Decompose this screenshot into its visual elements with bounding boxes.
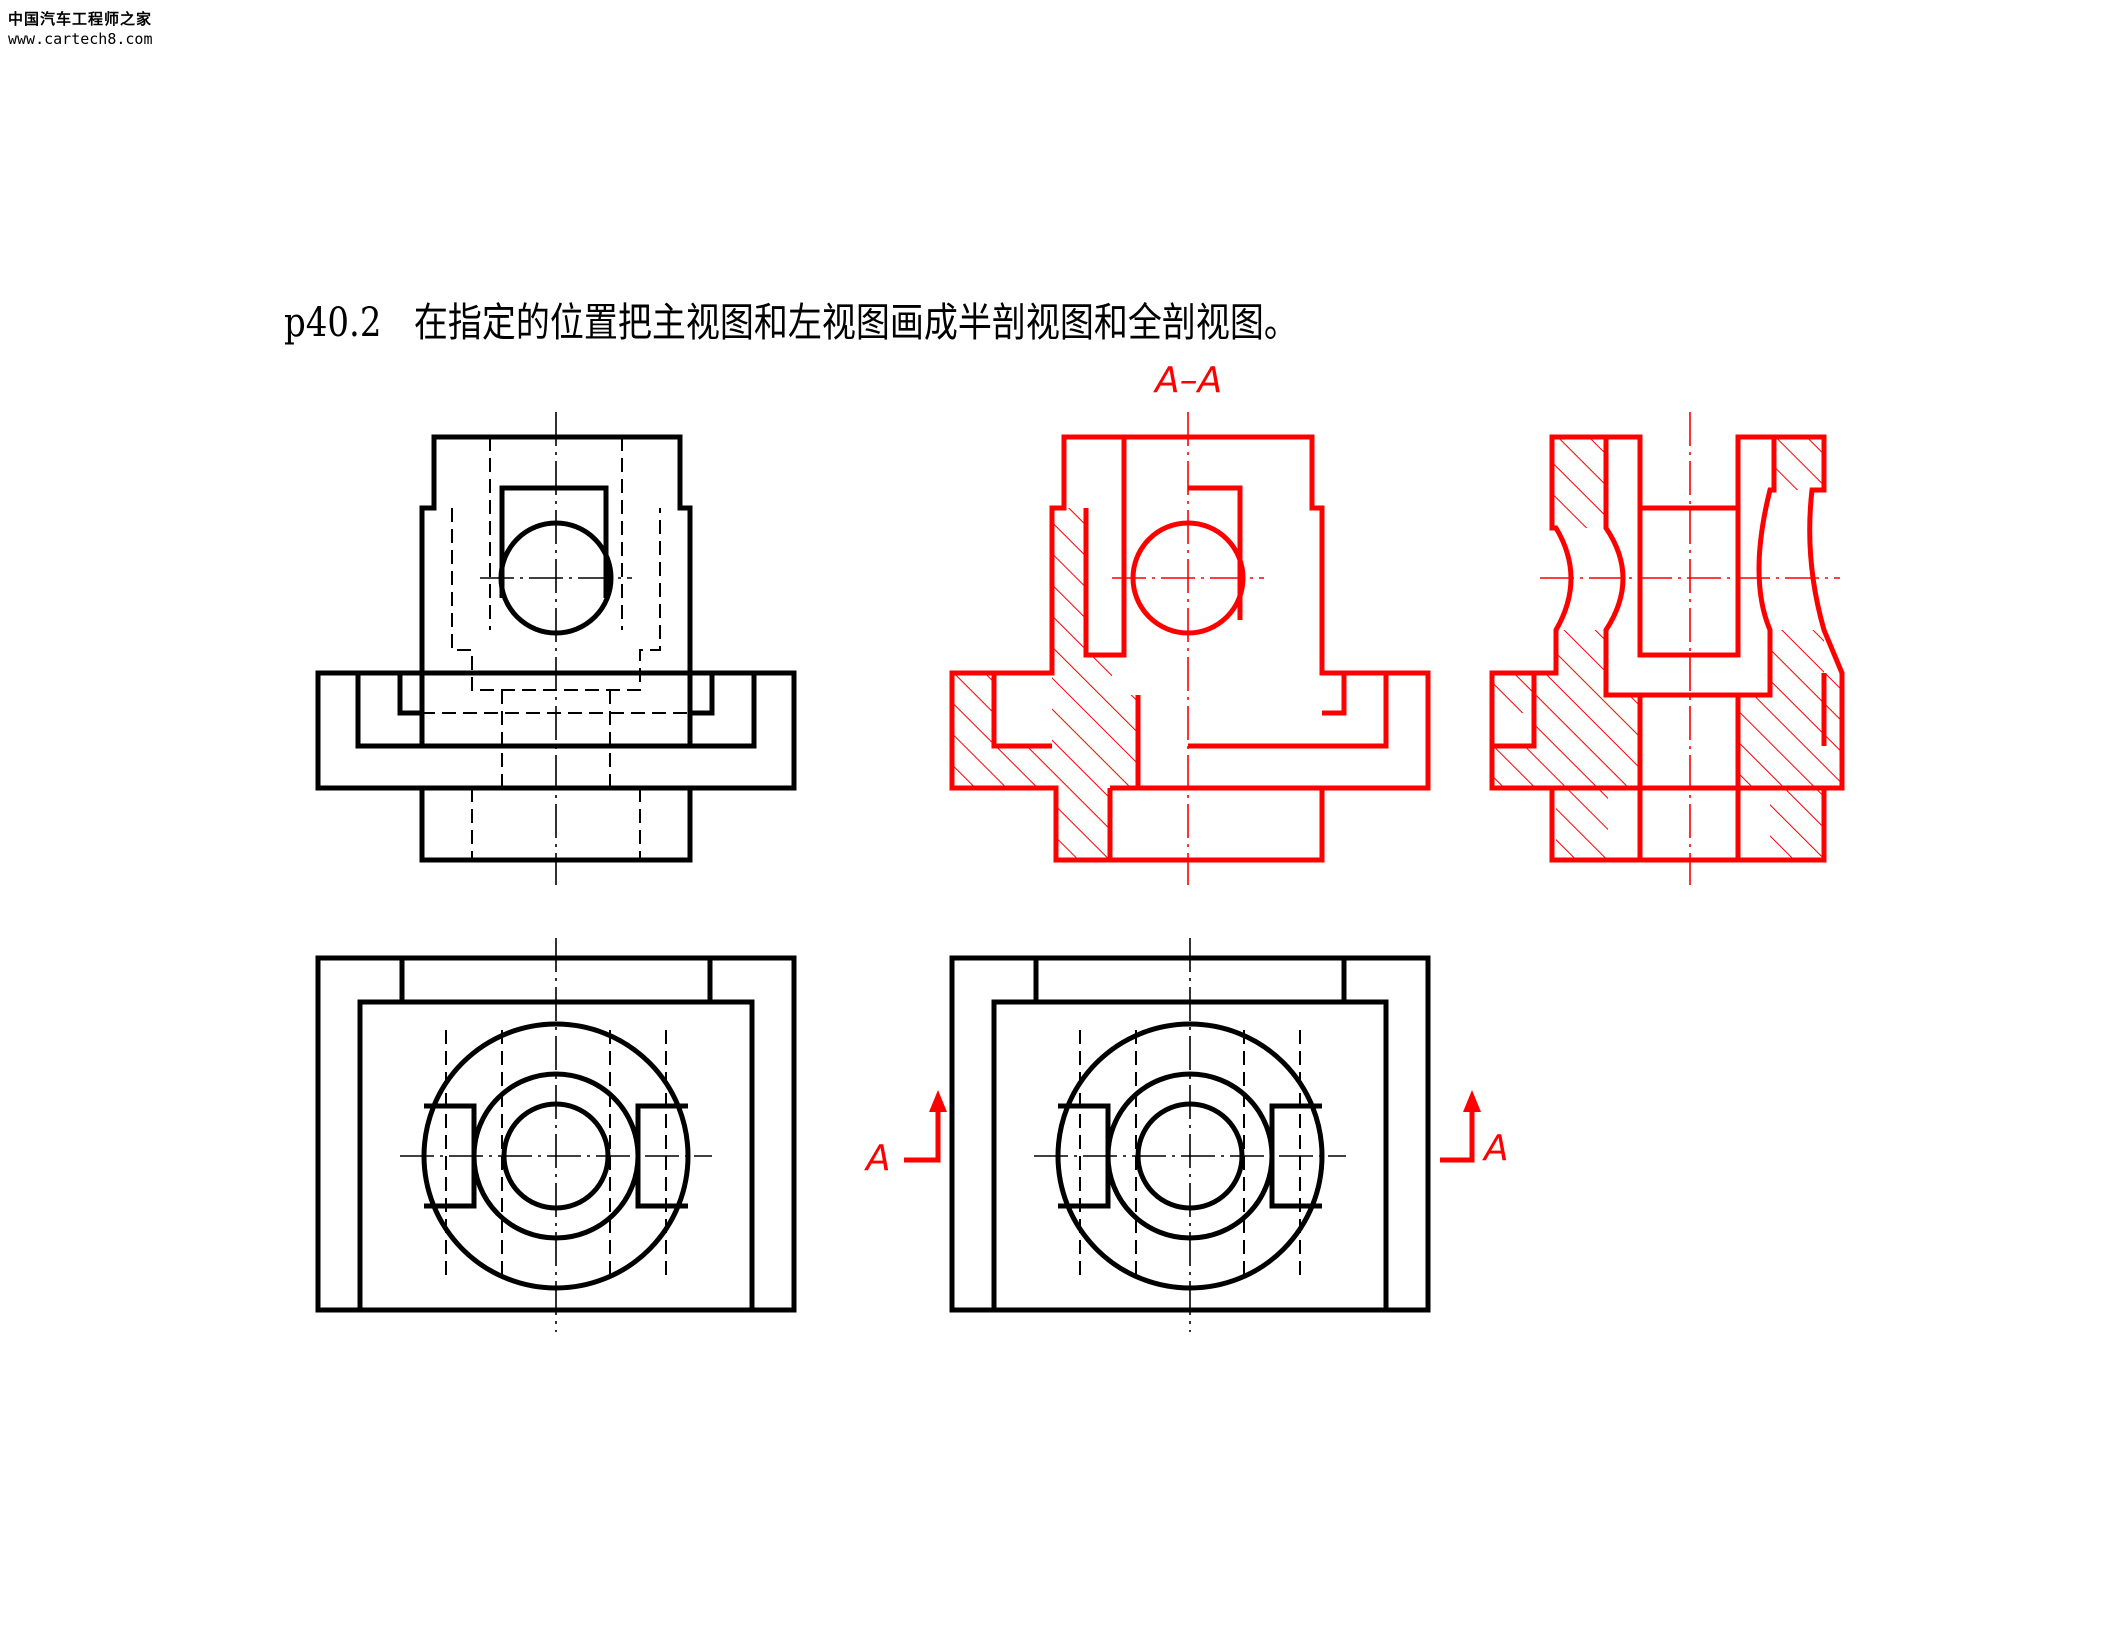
- cut-marker-right-label: A: [1484, 1128, 1509, 1169]
- section-label: A–A: [1155, 360, 1223, 401]
- cut-marker-left: [904, 1090, 947, 1163]
- black-top-view: [315, 938, 797, 1332]
- cut-marker-right: [1440, 1090, 1481, 1163]
- black-front-view: [315, 412, 797, 885]
- watermark-site-name: 中国汽车工程师之家: [8, 10, 153, 28]
- black-top-view-with-cut: [949, 938, 1431, 1332]
- watermark-url: www.cartech8.com: [8, 30, 153, 48]
- cut-marker-left-label: A: [866, 1138, 891, 1179]
- red-full-section-view: [1489, 412, 1845, 885]
- red-half-section-view: [949, 412, 1431, 885]
- exercise-title: p40.2 在指定的位置把主视图和左视图画成半剖视图和全剖视图。: [284, 300, 1298, 346]
